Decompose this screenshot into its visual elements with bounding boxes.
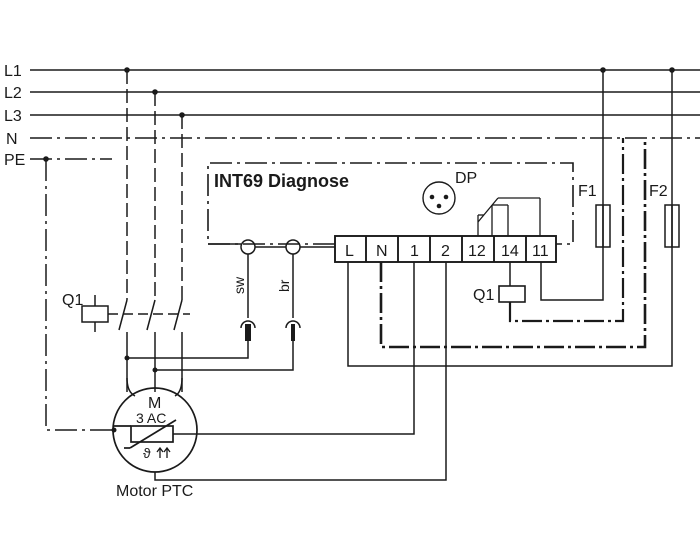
terminal-l: L xyxy=(345,243,354,260)
terminal-12: 12 xyxy=(468,243,486,260)
device-title: INT69 Diagnose xyxy=(214,171,349,191)
terminal-br xyxy=(285,239,301,255)
motor-entry xyxy=(126,377,136,397)
contactor-label: Q1 xyxy=(62,292,83,309)
contactor-q1 xyxy=(81,295,190,332)
plug-sw xyxy=(240,320,256,329)
br-label: br xyxy=(276,279,292,292)
wire-n xyxy=(379,138,647,349)
pe-wire xyxy=(45,159,114,431)
wire-1 xyxy=(173,262,415,435)
bus-lines xyxy=(30,69,700,160)
fuse-f1-label: F1 xyxy=(578,183,597,200)
bus-label-n: N xyxy=(6,131,18,148)
bus-label-l3: L3 xyxy=(4,108,22,125)
plug-pins xyxy=(245,324,295,341)
terminal-sw xyxy=(240,239,256,255)
terminal-1: 1 xyxy=(410,243,419,260)
bus-label-pe: PE xyxy=(4,152,25,169)
motor-rating: 3 AC xyxy=(136,410,166,426)
ptc-diagonal xyxy=(129,419,177,449)
plug-br xyxy=(285,320,301,329)
bus-label-l1: L1 xyxy=(4,63,22,80)
contactor-coil-symbol xyxy=(81,305,109,323)
sw-label: sw xyxy=(231,276,247,294)
relay-coil-q1 xyxy=(498,285,526,303)
ptc-arrows-icon xyxy=(156,446,171,458)
sensor-wires xyxy=(127,341,294,371)
fuse-f2-label: F2 xyxy=(649,183,668,200)
dp-label: DP xyxy=(455,170,477,187)
terminal-wiring xyxy=(154,70,673,481)
wire-coil-n xyxy=(508,138,625,323)
switch-blade xyxy=(118,299,128,331)
wire-11 xyxy=(540,70,604,301)
switch-blade xyxy=(173,299,183,331)
dp-connector-icon xyxy=(422,181,456,215)
ptc-theta-symbol: ϑ xyxy=(143,445,151,461)
relay-contact-symbol xyxy=(477,197,541,236)
switch-blade xyxy=(146,299,156,331)
coil-label: Q1 xyxy=(473,287,494,304)
terminal-11: 11 xyxy=(532,243,549,260)
bus-label-l2: L2 xyxy=(4,85,22,102)
motor-ptc-label: Motor PTC xyxy=(116,483,193,500)
terminal-n: N xyxy=(376,243,388,260)
terminal-14: 14 xyxy=(501,243,519,260)
motor-phase-wires xyxy=(118,70,183,397)
motor-m-label: M xyxy=(148,395,161,412)
wire-2 xyxy=(154,262,447,481)
bus-junctions xyxy=(43,67,675,433)
terminal-2: 2 xyxy=(441,243,450,260)
motor-entry xyxy=(174,377,183,397)
sensor-terminals xyxy=(208,239,335,329)
